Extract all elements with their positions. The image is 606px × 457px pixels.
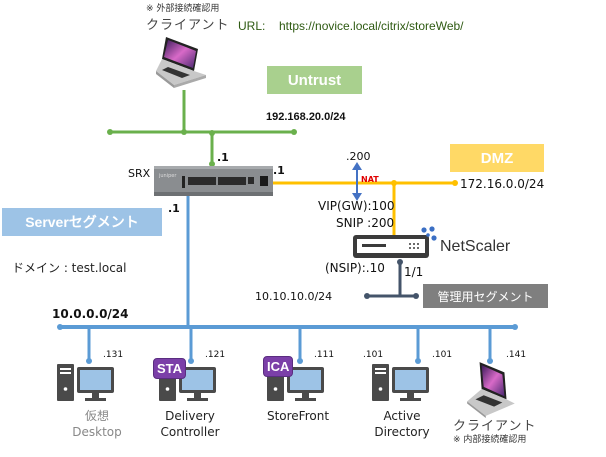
device-ip: .141 — [506, 350, 527, 360]
untrust-network-line — [107, 90, 297, 167]
srx-dmz-ip: .1 — [273, 164, 285, 177]
snip-label: SNIP :200 — [336, 216, 395, 230]
ica-badge: ICA — [263, 356, 294, 377]
device-name-line1: StoreFront — [266, 409, 330, 423]
top-client-label: クライアント — [146, 18, 230, 33]
netscaler-label: NetScaler — [440, 238, 511, 255]
srx-server-ip: .1 — [168, 202, 180, 215]
device-name-line1: Active — [383, 409, 421, 423]
external-check-note: ※ 外部接続確認用 — [146, 4, 220, 14]
netscaler-appliance-icon[interactable] — [352, 232, 434, 260]
device-name-line2: Directory — [374, 425, 430, 440]
external-client-laptop-icon — [156, 37, 206, 88]
untrust-network-address: 192.168.20.0/24 — [266, 111, 346, 123]
device-name-line1: クライアント — [453, 419, 537, 434]
management-network-line — [364, 259, 419, 299]
server-network-line — [57, 192, 518, 364]
device-ip: .111 — [314, 350, 335, 360]
device-ip: .131 — [103, 350, 124, 360]
pc-server-icon — [372, 364, 429, 401]
pc-server-icon — [159, 364, 216, 401]
device-ip: .121 — [205, 350, 226, 360]
pc-server-icon — [267, 364, 324, 401]
domain-label: ドメイン : test.local — [12, 261, 127, 275]
untrust-zone-label: Untrust — [267, 66, 362, 94]
dmz-network-address: 172.16.0.0/24 — [460, 177, 545, 191]
nat-label: NAT — [361, 175, 379, 184]
device-name-line2: Controller — [160, 425, 220, 440]
netscaler-port-label: 1/1 — [404, 265, 424, 279]
server-network-address: 10.0.0.0/24 — [52, 307, 129, 321]
device-ip: .101 — [432, 350, 453, 360]
pc-server-icon — [57, 364, 114, 401]
url-value[interactable]: https://novice.local/citrix/storeWeb/ — [279, 19, 464, 33]
dmz-zone-label: DMZ — [450, 144, 544, 172]
nat-ip: .200 — [346, 150, 371, 163]
nat-arrow — [352, 162, 362, 201]
sta-badge: STA — [153, 358, 187, 379]
vip-label: VIP(GW):100 — [318, 199, 395, 213]
srx-label: SRX — [128, 167, 151, 180]
url-label: URL: — [238, 19, 266, 33]
internal-client-laptop-icon — [467, 362, 515, 418]
device-ip-left: .101 — [363, 350, 384, 360]
server-zone-label: Serverセグメント — [2, 208, 162, 236]
nsip-label: (NSIP):.10 — [325, 261, 385, 275]
device-name-line1: Delivery — [165, 409, 215, 423]
device-name-line2: Desktop — [72, 425, 122, 440]
device-name-line2: ※ 内部接続確認用 — [453, 435, 527, 445]
citrix-logo-icon — [421, 226, 437, 241]
srx-untrust-ip: .1 — [217, 151, 229, 164]
svg-text:juniper: juniper — [158, 173, 177, 179]
dmz-network-line — [272, 178, 458, 236]
management-network-address: 10.10.10.0/24 — [255, 290, 333, 303]
device-name-line1: 仮想 — [84, 409, 109, 423]
srx-firewall-icon[interactable]: juniper — [154, 166, 273, 196]
management-zone-label: 管理用セグメント — [423, 284, 548, 308]
